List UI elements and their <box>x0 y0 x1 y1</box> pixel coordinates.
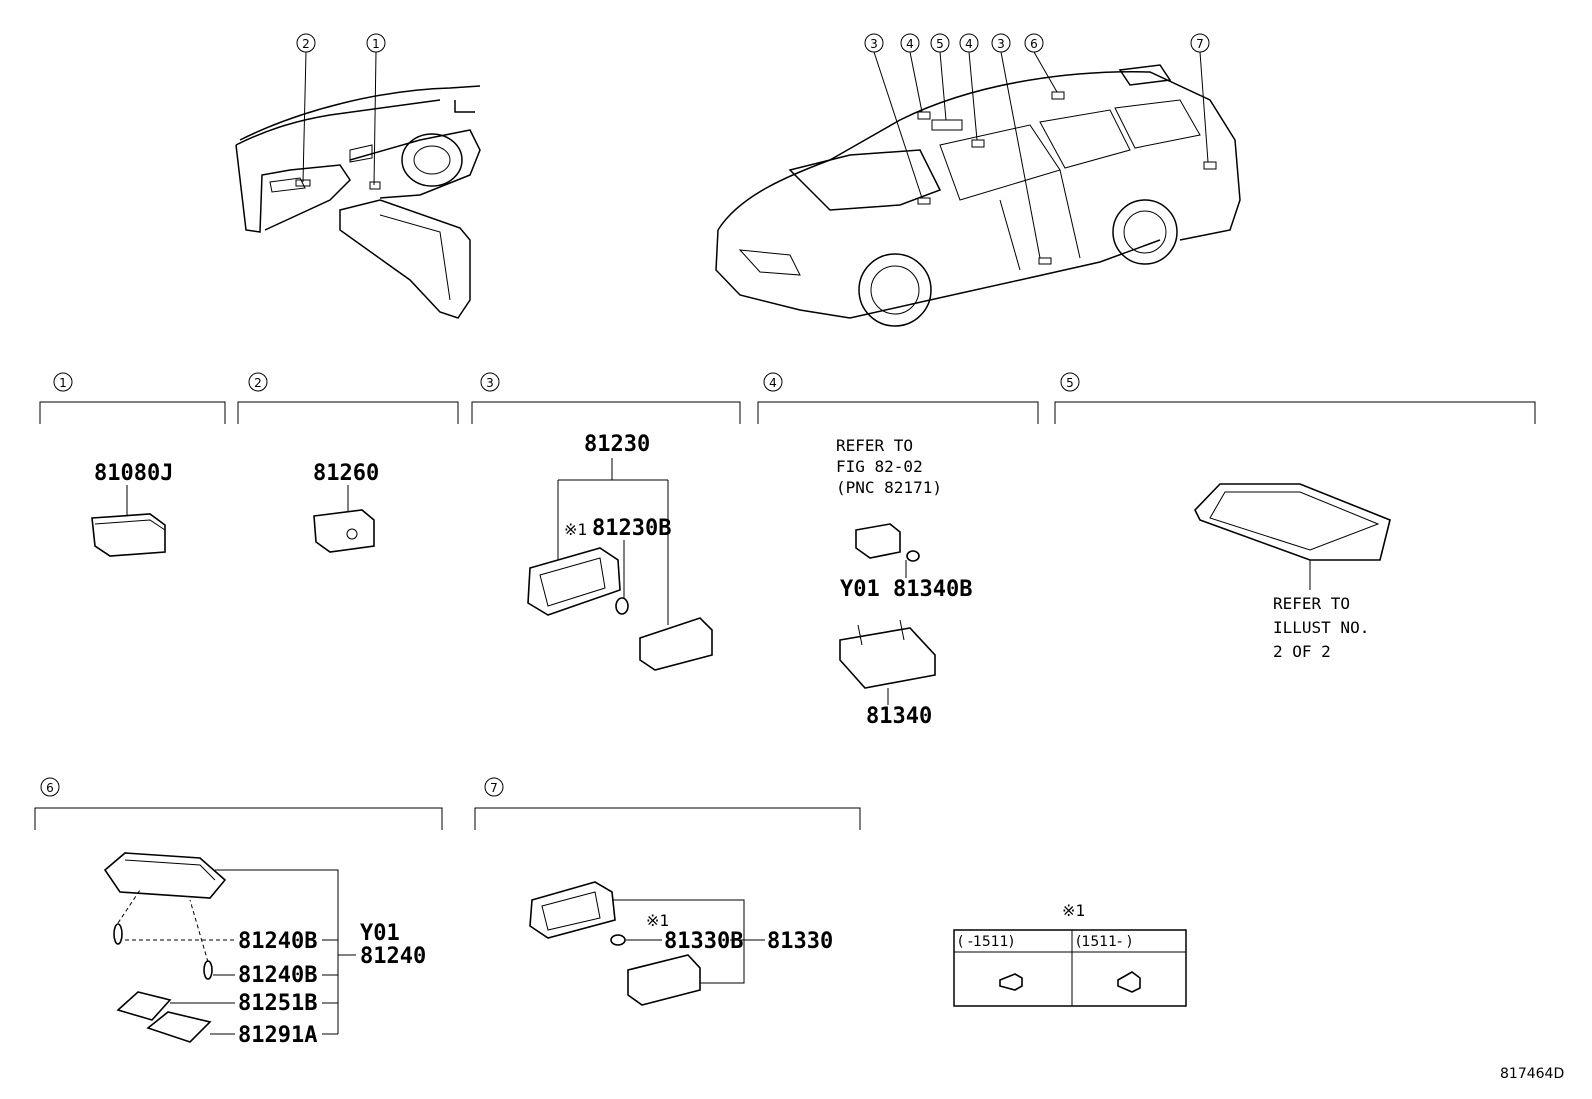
svg-text:2 OF 2: 2 OF 2 <box>1273 642 1331 661</box>
svg-text:81251B: 81251B <box>238 991 317 1016</box>
svg-text:3: 3 <box>486 376 494 390</box>
car-callout-6: 6 <box>1024 33 1058 93</box>
svg-text:81330B: 81330B <box>664 929 743 954</box>
car-callout-3b: 3 <box>991 33 1041 259</box>
svg-text:(1511- ): (1511- ) <box>1076 934 1132 950</box>
bulb-type-early <box>999 973 1023 991</box>
bulb-type-late <box>1117 971 1141 993</box>
section-3: 3 81230 ※1 81230B <box>471 372 741 671</box>
part-81291A <box>146 1011 212 1043</box>
part-81080J <box>91 513 166 557</box>
dashboard-illustration <box>235 85 481 319</box>
svg-text:※1: ※1 <box>646 911 669 930</box>
svg-text:81240: 81240 <box>360 944 426 969</box>
svg-text:81291A: 81291A <box>238 1023 317 1048</box>
svg-text:5: 5 <box>1066 376 1074 390</box>
part-81260 <box>313 509 375 553</box>
bulb-81340B <box>906 550 920 562</box>
svg-text:Y01 81340B: Y01 81340B <box>840 577 972 602</box>
svg-text:( -1511): ( -1511) <box>958 934 1014 950</box>
part-81251B <box>116 991 172 1021</box>
svg-text:※1: ※1 <box>1062 901 1085 920</box>
svg-text:6: 6 <box>1030 37 1038 51</box>
svg-text:ILLUST NO.: ILLUST NO. <box>1273 618 1369 637</box>
svg-text:5: 5 <box>936 37 944 51</box>
part-overhead-console <box>1194 483 1391 561</box>
svg-text:7: 7 <box>1196 37 1204 51</box>
svg-text:81240B: 81240B <box>238 963 317 988</box>
bulb-81230B <box>615 597 629 615</box>
part-81330-lens <box>627 954 701 1006</box>
svg-text:81340: 81340 <box>866 704 932 729</box>
bulb-81240B-1 <box>113 923 123 945</box>
car-callout-4a: 4 <box>900 33 923 113</box>
section-6: 6 81240B 81240B 81251B 81291A Y01 81240 <box>34 777 443 1048</box>
section-1: 1 81080J <box>39 372 226 557</box>
svg-text:4: 4 <box>906 37 914 51</box>
dash-callout-2: 2 <box>296 33 316 183</box>
part-81240-lamp <box>103 852 227 899</box>
svg-text:81080J: 81080J <box>94 461 173 486</box>
svg-text:FIG 82-02: FIG 82-02 <box>836 457 923 476</box>
svg-text:REFER TO: REFER TO <box>836 436 913 455</box>
svg-text:4: 4 <box>769 376 777 390</box>
bulb-81330B <box>610 934 626 946</box>
svg-text:4: 4 <box>965 37 973 51</box>
section-5: 5 REFER TO ILLUST NO. 2 OF 2 <box>1054 372 1536 661</box>
bulb-81240B-2 <box>203 960 213 980</box>
car-callout-5: 5 <box>930 33 950 121</box>
svg-text:81230B: 81230B <box>592 516 671 541</box>
svg-text:2: 2 <box>254 376 262 390</box>
svg-text:3: 3 <box>870 37 878 51</box>
svg-text:81260: 81260 <box>313 461 379 486</box>
dash-callout-1: 1 <box>366 33 386 186</box>
svg-text:REFER TO: REFER TO <box>1273 594 1350 613</box>
svg-text:3: 3 <box>997 37 1005 51</box>
svg-text:81330: 81330 <box>767 929 833 954</box>
part-81340 <box>839 627 936 689</box>
svg-text:81240B: 81240B <box>238 929 317 954</box>
section-2: 2 81260 <box>237 372 459 553</box>
part-81330-housing <box>529 881 616 939</box>
svg-text:81230: 81230 <box>584 432 650 457</box>
svg-text:1: 1 <box>59 376 67 390</box>
legend-table: ※1 ( -1511) (1511- ) <box>953 901 1187 1007</box>
svg-text:7: 7 <box>490 781 498 795</box>
diagram-id: 817464D <box>1500 1066 1564 1082</box>
car-callout-3a: 3 <box>864 33 923 199</box>
part-81230-housing <box>527 547 621 616</box>
svg-text:2: 2 <box>302 37 310 51</box>
section-7: 7 ※1 81330B 81330 <box>474 777 861 1006</box>
svg-text:1: 1 <box>372 37 380 51</box>
svg-text:Y01: Y01 <box>360 921 400 946</box>
svg-text:(PNC 82171): (PNC 82171) <box>836 478 942 497</box>
part-81230-lens <box>639 617 713 671</box>
section-4: 4 REFER TO FIG 82-02 (PNC 82171) Y01 813… <box>757 372 1039 729</box>
car-illustration <box>715 64 1241 327</box>
car-callout-7: 7 <box>1190 33 1210 163</box>
part-socket <box>855 523 901 559</box>
svg-text:※1: ※1 <box>564 520 587 539</box>
svg-text:6: 6 <box>46 781 54 795</box>
car-callout-4b: 4 <box>959 33 979 141</box>
